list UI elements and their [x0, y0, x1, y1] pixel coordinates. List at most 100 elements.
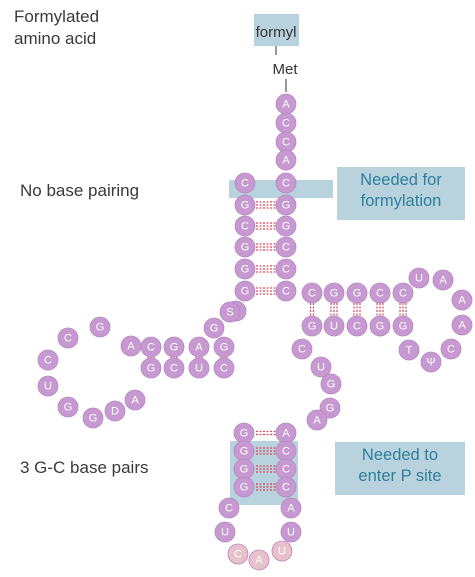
nucleotide-d-loop: A	[125, 390, 145, 410]
nucleotide-letter: C	[308, 288, 316, 300]
nucleotide-letter: G	[241, 200, 250, 212]
nucleotide-letter: T	[406, 345, 413, 357]
nucleotide-t-arm-bottom: U	[324, 316, 344, 336]
nucleotide-letter: C	[44, 355, 52, 367]
nucleotide-anticodon-stem-left: U	[215, 522, 235, 542]
nucleotide-letter: C	[282, 137, 290, 149]
met-text: Met	[272, 61, 298, 78]
nucleotide-t-arm-top: C	[393, 283, 413, 303]
nucleotide-t-arm-bottom: C	[347, 316, 367, 336]
nucleotide-letter: C	[282, 286, 290, 298]
nucleotide-letter: G	[282, 221, 291, 233]
nucleotide-letter: A	[131, 395, 139, 407]
nucleotide-anticodon-stem-left: C	[219, 498, 239, 518]
nucleotide-acceptor-3prime: A	[276, 150, 296, 170]
nucleotide-t-arm-bottom: G	[370, 316, 390, 336]
nucleotide-letter: A	[282, 155, 290, 167]
nucleotide-letter: A	[439, 275, 447, 287]
nucleotide-d-arm-bottom: U	[189, 358, 209, 378]
nucleotide-letter: A	[458, 320, 466, 332]
nucleotide-letter: S	[226, 307, 233, 319]
nucleotide-anticodon-stem-right: U	[281, 522, 301, 542]
nucleotide-connector: S	[220, 302, 240, 322]
nucleotide-letter: G	[96, 322, 105, 334]
nucleotide-d-loop: D	[105, 401, 125, 421]
nucleotide-variable-loop: C	[292, 339, 312, 359]
nucleotide-letter: C	[220, 363, 228, 375]
nucleotide-variable-loop: A	[307, 410, 327, 430]
nucleotide-t-arm-top: C	[370, 283, 390, 303]
nucleotide-letter: C	[376, 288, 384, 300]
nucleotide-letter: G	[220, 342, 229, 354]
nucleotide-d-arm-bottom: C	[214, 358, 234, 378]
nucleotide-letter: G	[353, 288, 362, 300]
nucleotide-connector: G	[204, 318, 224, 338]
nucleotide-letter: U	[330, 321, 338, 333]
nucleotide-acceptor-5prime: G	[235, 259, 255, 279]
nucleotide-letter: D	[111, 406, 119, 418]
nucleotide-acceptor-3prime: C	[276, 259, 296, 279]
nucleotide-acceptor-5prime: G	[235, 195, 255, 215]
nucleotide-d-loop: G	[90, 317, 110, 337]
nucleotide-letter: A	[255, 555, 263, 567]
nucleotide-anticodon-stem-right: C	[276, 459, 296, 479]
nucleotide-d-loop: C	[58, 328, 78, 348]
nucleotide-variable-loop: U	[311, 357, 331, 377]
nucleotide-d-loop: C	[38, 350, 58, 370]
nucleotide-acceptor-3prime: C	[276, 237, 296, 257]
nucleotide-letter: G	[170, 342, 179, 354]
nucleotide-t-loop: C	[441, 339, 461, 359]
nucleotide-acceptor-3prime: C	[276, 132, 296, 152]
nucleotide-letter: C	[282, 264, 290, 276]
nucleotide-letter: G	[376, 321, 385, 333]
nucleotide-letter: C	[225, 503, 233, 515]
nucleotide-t-loop: A	[452, 315, 472, 335]
nucleotide-letter: C	[170, 363, 178, 375]
nucleotide-letter: U	[415, 273, 423, 285]
nucleotide-d-arm-bottom: C	[164, 358, 184, 378]
nucleotide-d-arm-top: G	[214, 337, 234, 357]
nucleotide-letter: G	[240, 428, 249, 440]
nucleotide-letter: A	[313, 415, 321, 427]
nucleotide-letter: U	[287, 527, 295, 539]
nucleotide-t-arm-top: C	[302, 283, 322, 303]
nucleotide-t-loop: T	[399, 340, 419, 360]
nucleotide-letter: C	[298, 344, 306, 356]
nucleotide-d-loop: G	[58, 397, 78, 417]
nucleotide-letter: C	[282, 482, 290, 494]
nucleotide-t-arm-bottom: G	[393, 316, 413, 336]
nucleotide-letter: G	[282, 200, 291, 212]
nucleotide-d-loop: U	[38, 376, 58, 396]
nucleotide-letter: C	[282, 242, 290, 254]
nucleotide-letter: C	[399, 288, 407, 300]
nucleotide-letter: A	[127, 341, 135, 353]
nucleotide-d-arm-top: A	[189, 337, 209, 357]
nucleotide-acceptor-3prime: C	[276, 173, 296, 193]
nucleotide-letter: A	[282, 428, 290, 440]
nucleotide-d-loop: G	[83, 408, 103, 428]
nucleotide-letter: C	[241, 221, 249, 233]
nucleotide-anticodon-stem-left: G	[234, 477, 254, 497]
nucleotide-anticodon-stem-right: C	[276, 441, 296, 461]
nucleotide-d-arm-top: G	[164, 337, 184, 357]
nucleotide-letter: C	[447, 344, 455, 356]
nucleotide-letter: U	[278, 546, 286, 558]
nucleotide-letter: A	[195, 342, 203, 354]
nucleotide-letter: G	[399, 321, 408, 333]
nucleotide-acceptor-3prime: A	[276, 94, 296, 114]
nucleotide-letter: G	[64, 402, 73, 414]
nucleotide-letter: G	[241, 264, 250, 276]
nucleotide-letter: G	[308, 321, 317, 333]
nucleotide-letter: G	[240, 446, 249, 458]
nucleotide-d-loop: A	[121, 336, 141, 356]
nucleotide-anticodon-stem-right: A	[281, 498, 301, 518]
nucleotide-letter: C	[353, 321, 361, 333]
formyl-text: formyl	[256, 24, 297, 41]
nucleotide-letter: U	[317, 362, 325, 374]
nucleotide-anticodon-loop: C	[228, 544, 248, 564]
nucleotide-anticodon-stem-left: G	[234, 423, 254, 443]
nucleotide-letter: A	[282, 99, 290, 111]
nucleotide-letter: U	[221, 527, 229, 539]
nucleotide-acceptor-3prime: G	[276, 195, 296, 215]
nucleotide-anticodon-loop: U	[272, 541, 292, 561]
